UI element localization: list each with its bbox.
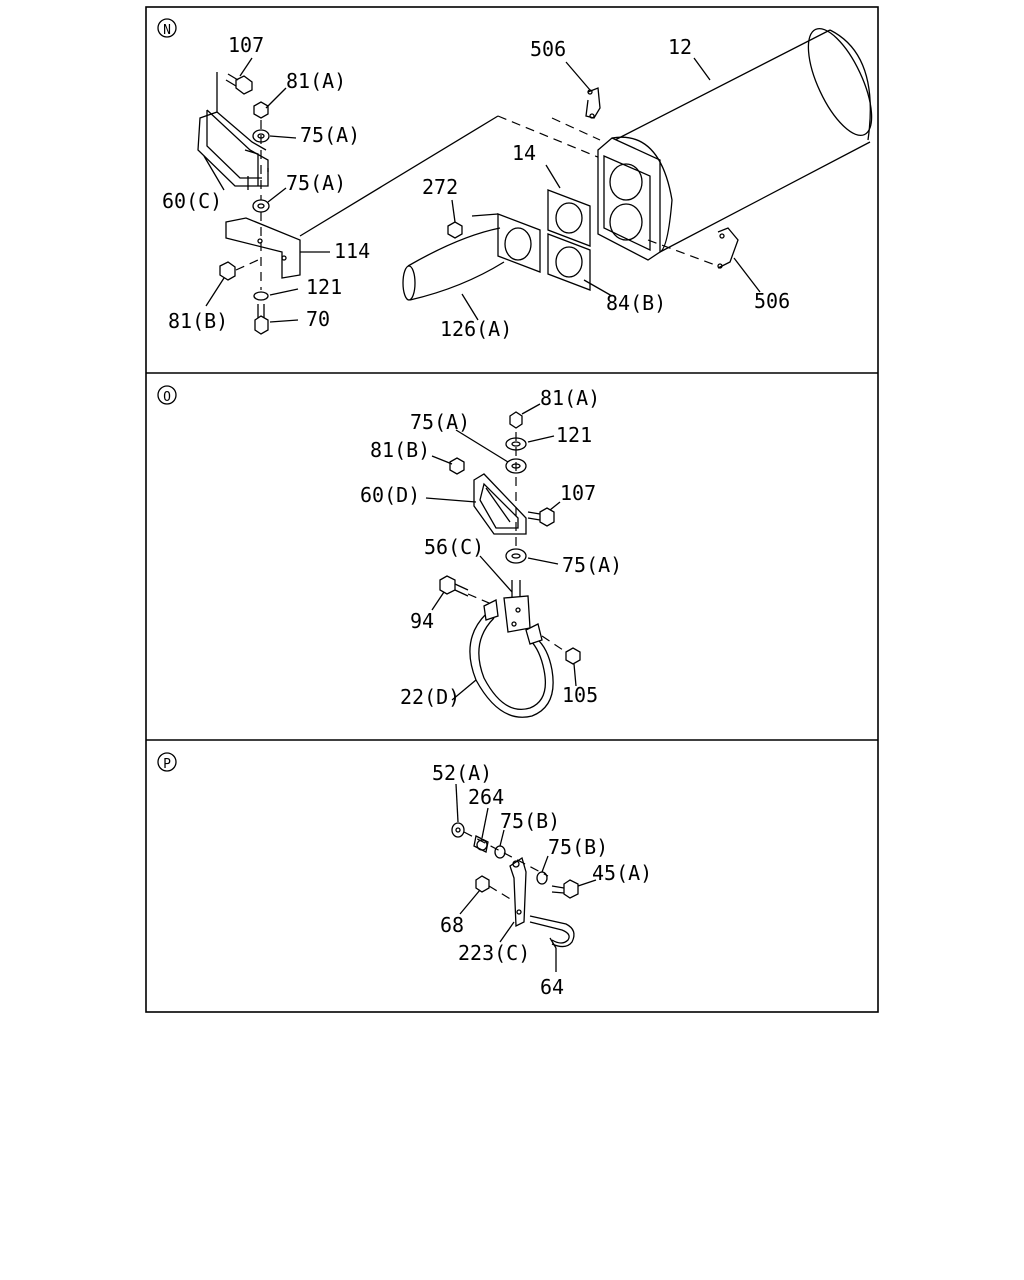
panel-badge-circle [157,385,177,405]
bracket-60d [473,473,527,535]
plate-114 [225,217,301,279]
label-64: 64 [540,975,564,999]
clip-506-right [717,227,739,269]
spacer-75a-lower [505,548,527,564]
panel-badge: P [163,757,171,772]
washer-121 [253,291,269,301]
label-75a-upper: 75(A) [300,123,360,147]
nut-81b [449,457,465,475]
label-272: 272 [422,175,458,199]
label-12: 12 [668,35,692,59]
label-81b: 81(B) [168,309,228,333]
label-107: 107 [228,33,264,57]
panel-badge: N [163,23,171,38]
label-68: 68 [440,913,464,937]
leaders-p [455,783,597,972]
panel-badge: O [163,390,171,405]
clip-506-top [585,87,601,119]
panel-p: P [157,752,652,999]
leaders-n [203,57,761,323]
washer-75a-lower [252,199,270,213]
nut-272 [447,221,463,239]
washer-52a [451,822,465,838]
leaders-o [425,403,577,701]
label-84b: 84(B) [606,291,666,315]
nut-81b [219,261,236,281]
bracket-60c [197,72,269,190]
diagram-frame [145,6,879,1013]
label-75a-lower: 75(A) [286,171,346,195]
washer-75b-left [494,845,506,859]
panel-n: N [157,18,873,341]
nut-81a [253,101,269,119]
panel-o: O [157,385,622,718]
label-105: 105 [562,683,598,707]
nut-81a [509,411,523,429]
label-22d: 22(D) [400,685,460,709]
label-45a: 45(A) [592,861,652,885]
panel-badge-circle [157,18,177,38]
label-506-right: 506 [754,289,790,313]
label-121: 121 [306,275,342,299]
label-75a-upper: 75(A) [410,410,470,434]
label-56c: 56(C) [424,535,484,559]
bolt-45a [551,879,579,899]
nut-68 [475,875,490,893]
washer-75b-right [536,871,548,885]
bolt-107 [527,507,555,527]
bolt-94 [439,575,469,597]
label-60c: 60(C) [162,189,222,213]
label-81b: 81(B) [370,438,430,462]
bolt-70 [254,304,269,335]
label-264: 264 [468,785,504,809]
muffler-12 [597,27,873,261]
bolt-107 [225,73,253,95]
band-clamp-22d [469,599,554,718]
u-bolt-64 [529,915,575,949]
label-94: 94 [410,609,434,633]
label-223c: 223(C) [458,941,530,965]
nut-105 [565,647,581,665]
label-81a: 81(A) [286,69,346,93]
label-14: 14 [512,141,536,165]
label-70: 70 [306,307,330,331]
label-114: 114 [334,239,370,263]
label-75b-upper: 75(B) [500,809,560,833]
pipe-126a [402,213,541,301]
label-75b-lower: 75(B) [548,835,608,859]
gasket-84b [547,233,591,291]
label-506-top: 506 [530,37,566,61]
gasket-14 [547,189,591,247]
label-126a: 126(A) [440,317,512,341]
bushing-264 [473,835,489,853]
label-52a: 52(A) [432,761,492,785]
label-75a-lower: 75(A) [562,553,622,577]
label-107: 107 [560,481,596,505]
bracket-223c [509,856,527,928]
panel-badge-circle [157,752,177,772]
label-81a: 81(A) [540,386,600,410]
label-60d: 60(D) [360,483,420,507]
label-121: 121 [556,423,592,447]
